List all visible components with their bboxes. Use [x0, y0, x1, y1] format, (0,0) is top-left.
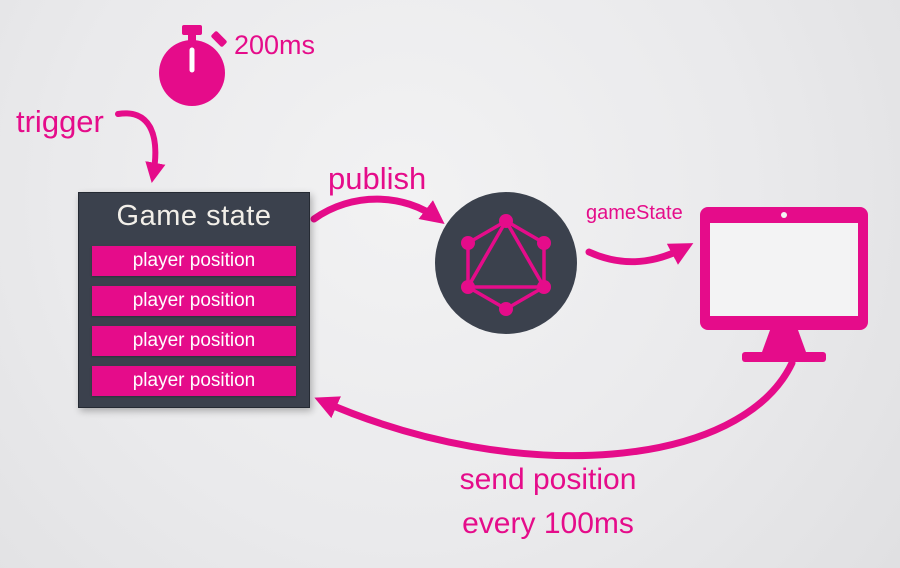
timer-label: 200ms: [234, 30, 316, 60]
game-state-box: Game state player position player positi…: [78, 192, 310, 408]
player-position-row: player position: [92, 366, 296, 396]
graphql-logo-icon: [435, 192, 577, 334]
send-position-label: send position every 100ms: [418, 458, 678, 545]
player-position-row: player position: [92, 246, 296, 276]
game-state-rows: player position player position player p…: [92, 246, 296, 396]
player-position-row: player position: [92, 326, 296, 356]
monitor-icon: [700, 207, 868, 362]
send-position-line2: every 100ms: [462, 506, 634, 540]
gamestate-event-label: gameState: [586, 202, 683, 224]
gamestate-arrow: [585, 243, 694, 266]
publish-arrow: [310, 195, 445, 225]
send-position-line1: send position: [459, 463, 637, 496]
game-state-title: Game state: [116, 200, 272, 232]
publish-label: publish: [328, 161, 427, 196]
player-position-row: player position: [92, 286, 296, 316]
trigger-label: trigger: [16, 104, 104, 139]
stopwatch-icon: [159, 25, 227, 106]
trigger-arrow: [115, 110, 166, 184]
feedback-arrow: [314, 359, 796, 460]
